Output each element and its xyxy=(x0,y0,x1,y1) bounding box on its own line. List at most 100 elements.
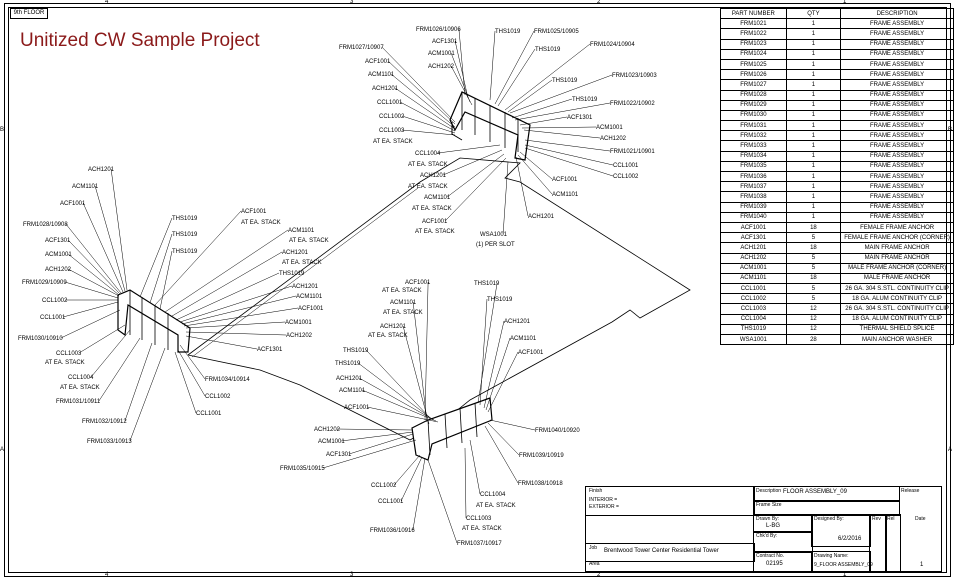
leader-line xyxy=(483,320,505,409)
callout-label: FRM1040/10920 xyxy=(535,428,580,434)
qty-cell: 1 xyxy=(785,58,842,71)
leader-line xyxy=(393,454,421,486)
qty-cell: 1 xyxy=(785,181,842,193)
part-number-cell: WSA1001 xyxy=(720,333,787,346)
interior-label: INTERIOR = xyxy=(589,497,618,503)
leader-line xyxy=(519,116,568,126)
leader-line xyxy=(175,272,280,321)
callout-label: ACH1201 xyxy=(292,284,319,290)
project-title: Unitized CW Sample Project xyxy=(20,30,260,51)
callout-label: AT EA. STACK xyxy=(412,206,452,212)
leader-line xyxy=(443,149,503,176)
callout-label: ACH1201 xyxy=(380,324,407,330)
description-cell: FRAME ASSEMBLY xyxy=(840,79,954,91)
callout-label: AT EA. STACK xyxy=(289,238,329,244)
qty-cell: 1 xyxy=(785,130,842,142)
callout-label: FRM1027/10907 xyxy=(339,45,384,51)
callout-label: FRM1034/10914 xyxy=(205,377,250,383)
callout-label: ACM1101 xyxy=(390,300,417,306)
part-number-cell: ACM1001 xyxy=(720,262,787,274)
callout-label: ACF1001 xyxy=(365,59,391,65)
ruler-bottom-2: 2 xyxy=(597,572,601,578)
description-cell: FRAME ASSEMBLY xyxy=(840,28,954,40)
leader-line xyxy=(357,362,433,420)
callout-label: FRM1037/10917 xyxy=(457,541,502,547)
contract-box xyxy=(753,551,813,572)
ruler-top-3: 3 xyxy=(350,0,354,5)
leader-line xyxy=(509,74,613,114)
leader-line xyxy=(367,406,439,423)
drawing-name-value: 9_FLOOR ASSEMBLY_09 xyxy=(814,562,873,568)
qty-cell: 1 xyxy=(785,28,842,40)
col-description: DESCRIPTION xyxy=(840,7,954,20)
part-number-cell: ACF1301 xyxy=(720,232,787,244)
leader-line xyxy=(337,428,414,431)
part-number-cell: FRM1030 xyxy=(720,109,787,122)
exterior-label: EXTERIOR = xyxy=(589,504,619,510)
frame-size-label: Frame Size xyxy=(756,502,782,508)
callout-label: ACM1101 xyxy=(72,184,99,190)
part-number-cell: FRM1031 xyxy=(720,120,787,132)
callout-label: THS1019 xyxy=(172,232,198,238)
part-number-cell: FRM1022 xyxy=(720,28,787,40)
part-number-cell: FRM1021 xyxy=(720,18,787,30)
callout-label: CCL1004 xyxy=(68,375,94,381)
description-cell: MAIN ANCHOR WASHER xyxy=(840,333,954,346)
drawn-by-value: L-BG xyxy=(766,523,781,529)
leader-line xyxy=(60,309,121,339)
qty-cell: 1 xyxy=(785,109,842,122)
callout-label: AT EA. STACK xyxy=(408,162,448,168)
leader-line xyxy=(454,40,469,99)
slab-outline-inner xyxy=(191,187,419,358)
rev-label: Rev xyxy=(872,516,881,522)
description-cell: FRAME ASSEMBLY xyxy=(840,160,954,173)
callout-label: ACH1201 xyxy=(504,319,531,325)
part-number-cell: FRM1023 xyxy=(720,38,787,50)
qty-cell: 1 xyxy=(785,79,842,91)
leader-line xyxy=(517,154,553,195)
part-number-cell: FRM1037 xyxy=(720,181,787,193)
description-box xyxy=(753,486,900,502)
part-number-cell: FRM1024 xyxy=(720,48,787,60)
callout-label: ACH1201 xyxy=(372,86,399,92)
callout-label: ACM1101 xyxy=(288,228,315,234)
leader-line xyxy=(358,377,435,421)
description-cell: FRAME ASSEMBLY xyxy=(840,170,954,183)
ruler-top-2: 2 xyxy=(597,0,601,5)
description-cell: FEMALE FRAME ANCHOR xyxy=(840,221,954,234)
callout-label: FRM1031/10911 xyxy=(56,399,101,405)
callout-label: ACF1301 xyxy=(326,452,352,458)
callout-label: THS1019 xyxy=(279,271,305,277)
leader-line xyxy=(497,48,536,107)
drawn-by-box xyxy=(753,514,813,533)
description-cell: MALE FRAME ANCHOR (CORNER) xyxy=(840,262,954,274)
leader-line xyxy=(179,285,293,323)
leader-line xyxy=(90,329,131,378)
leader-line xyxy=(154,210,242,306)
callout-label: AT EA. STACK xyxy=(476,503,516,509)
leader-line xyxy=(63,301,119,318)
callout-label: ACM1001 xyxy=(428,51,455,57)
leader-line xyxy=(349,433,414,455)
description-cell: 18 GA. ALUM CONTINUITY CLIP xyxy=(840,313,954,325)
qty-cell: 1 xyxy=(785,99,842,111)
callout-label: CCL1002 xyxy=(613,174,639,180)
col-part-number: PART NUMBER xyxy=(720,7,787,20)
